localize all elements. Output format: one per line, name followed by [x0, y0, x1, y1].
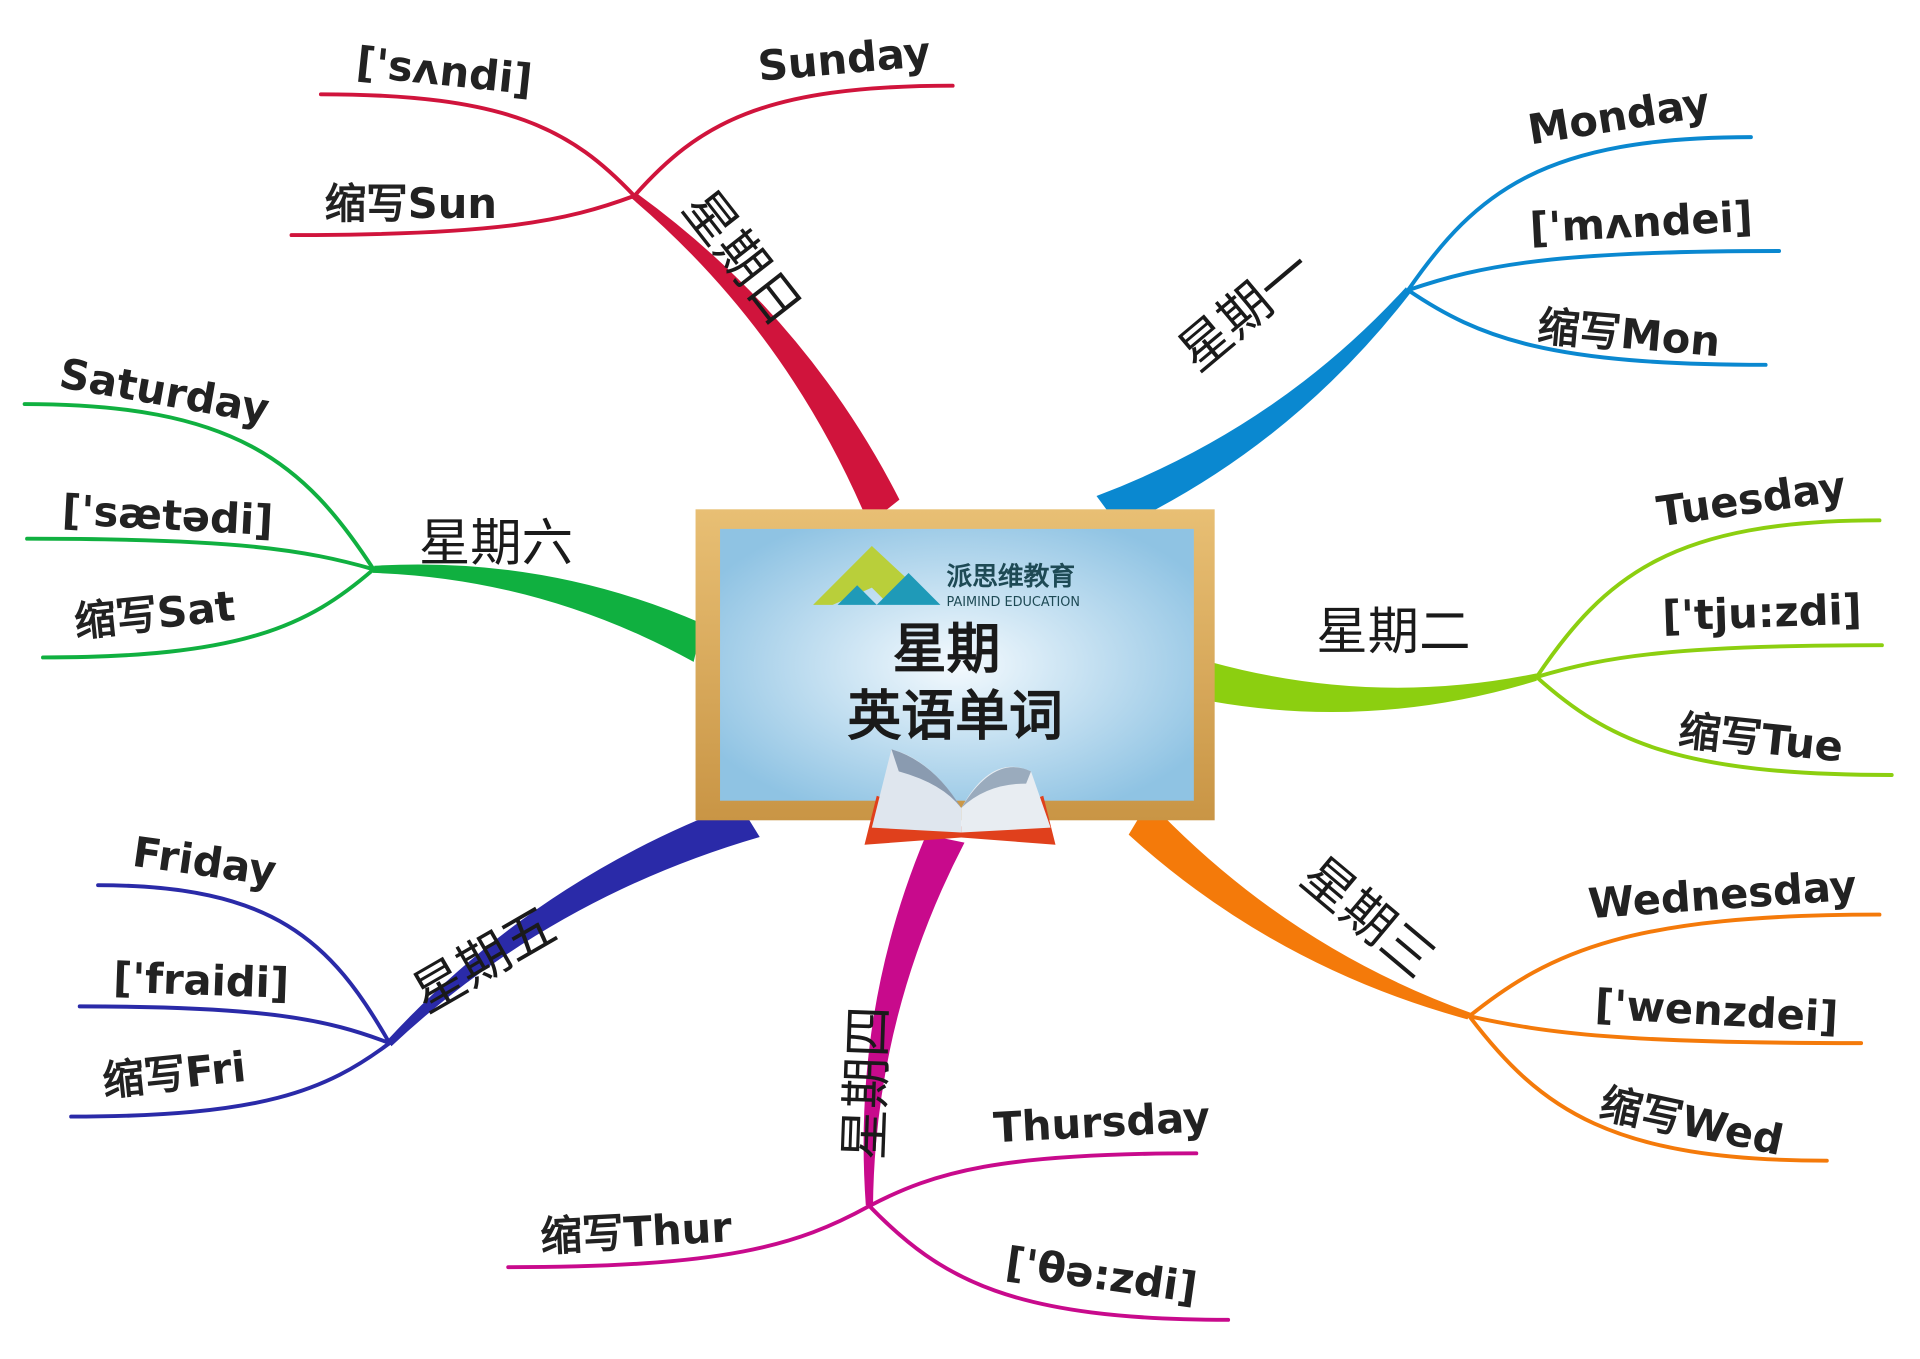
- leaf-phonetic-wednesday: ['wenzdei]: [1594, 980, 1840, 1042]
- sub-branch-word: [22, 402, 376, 572]
- leaf-phonetic-friday: ['fraidi]: [112, 953, 289, 1008]
- brand-name-cn: 派思维教育: [947, 561, 1076, 592]
- branch-label-sunday: 星期日: [671, 179, 813, 337]
- sub-branch-word: [96, 883, 392, 1046]
- branch-label-saturday: 星期六: [419, 514, 573, 574]
- sub-branch-word: [867, 1151, 1199, 1208]
- sub-branch-word: [1406, 135, 1753, 293]
- main-branch-friday: [387, 803, 760, 1047]
- board-surface: [720, 528, 1194, 801]
- center-title-line2: 英语单词: [847, 685, 1062, 748]
- leaf-abbr-friday: 缩写Fri: [100, 1042, 248, 1106]
- sub-branch-phonetic: [25, 536, 376, 572]
- brand-name-en: PAIMIND EDUCATION: [947, 595, 1080, 610]
- sub-branch-word: [1467, 912, 1882, 1019]
- branch-label-monday: 星期一: [1167, 238, 1324, 383]
- sub-branch-word: [1534, 518, 1882, 680]
- sub-branch-abbr: [506, 1204, 872, 1270]
- main-branch-tuesday: [1211, 662, 1537, 712]
- main-branch-monday: [1096, 287, 1411, 528]
- sub-branch-phonetic: [867, 1204, 1231, 1322]
- branch-monday: 星期一 Monday ['mʌndei] 缩写Mon: [1096, 77, 1782, 528]
- book-icon: [864, 749, 1056, 845]
- sub-branch-phonetic: [318, 92, 637, 198]
- leaf-phonetic-monday: ['mʌndei]: [1528, 192, 1753, 253]
- leaf-abbr-sunday: 缩写Sun: [325, 179, 497, 228]
- leaf-abbr-monday: 缩写Mon: [1536, 302, 1722, 367]
- sub-branch-phonetic: [1534, 643, 1884, 680]
- paimind-logo: 派思维教育 PAIMIND EDUCATION: [813, 546, 1080, 610]
- center-title-line1: 星期: [893, 617, 1001, 680]
- branch-saturday: 星期六 Saturday ['sætədi] 缩写Sat: [22, 348, 703, 662]
- leaf-phonetic-saturday: ['sætədi]: [61, 485, 275, 545]
- sub-branch-abbr: [1534, 675, 1894, 777]
- leaf-word-sunday: Sunday: [756, 27, 933, 91]
- leaf-abbr-saturday: 缩写Sat: [72, 581, 237, 647]
- leaf-word-monday: Monday: [1524, 77, 1713, 154]
- leaf-word-saturday: Saturday: [56, 348, 273, 433]
- sub-branch-abbr: [1406, 288, 1768, 367]
- center-board: 派思维教育 PAIMIND EDUCATION 星期 英语单词: [695, 509, 1215, 845]
- sub-branch-word: [632, 83, 955, 198]
- main-branch-wednesday: [1128, 801, 1472, 1020]
- sub-branch-abbr: [1467, 1014, 1829, 1163]
- leaf-phonetic-tuesday: ['tju:zdi]: [1661, 585, 1862, 641]
- sub-branch-abbr: [41, 567, 376, 660]
- leaf-word-tuesday: Tuesday: [1654, 461, 1849, 536]
- branch-label-thursday: 星期四: [835, 1005, 900, 1161]
- main-branch-saturday: [372, 564, 703, 662]
- leaf-word-wednesday: Wednesday: [1587, 861, 1858, 929]
- leaf-abbr-thursday: 缩写Thur: [539, 1202, 733, 1261]
- sub-branch-phonetic: [77, 1004, 392, 1046]
- main-branch-sunday: [631, 193, 900, 524]
- sub-branch-abbr: [69, 1041, 392, 1119]
- branch-label-friday: 星期五: [403, 896, 567, 1025]
- sub-branch-abbr: [289, 193, 637, 238]
- sub-branch-phonetic: [1467, 1014, 1864, 1046]
- sub-branch-phonetic: [1406, 249, 1782, 293]
- leaf-word-thursday: Thursday: [992, 1092, 1211, 1152]
- main-branch-thursday: [863, 834, 965, 1207]
- branches: 星期日Sunday['sʌndi]缩写Sun星期一Monday['mʌndei]…: [22, 27, 1894, 1322]
- branch-label-tuesday: 星期二: [1316, 602, 1470, 662]
